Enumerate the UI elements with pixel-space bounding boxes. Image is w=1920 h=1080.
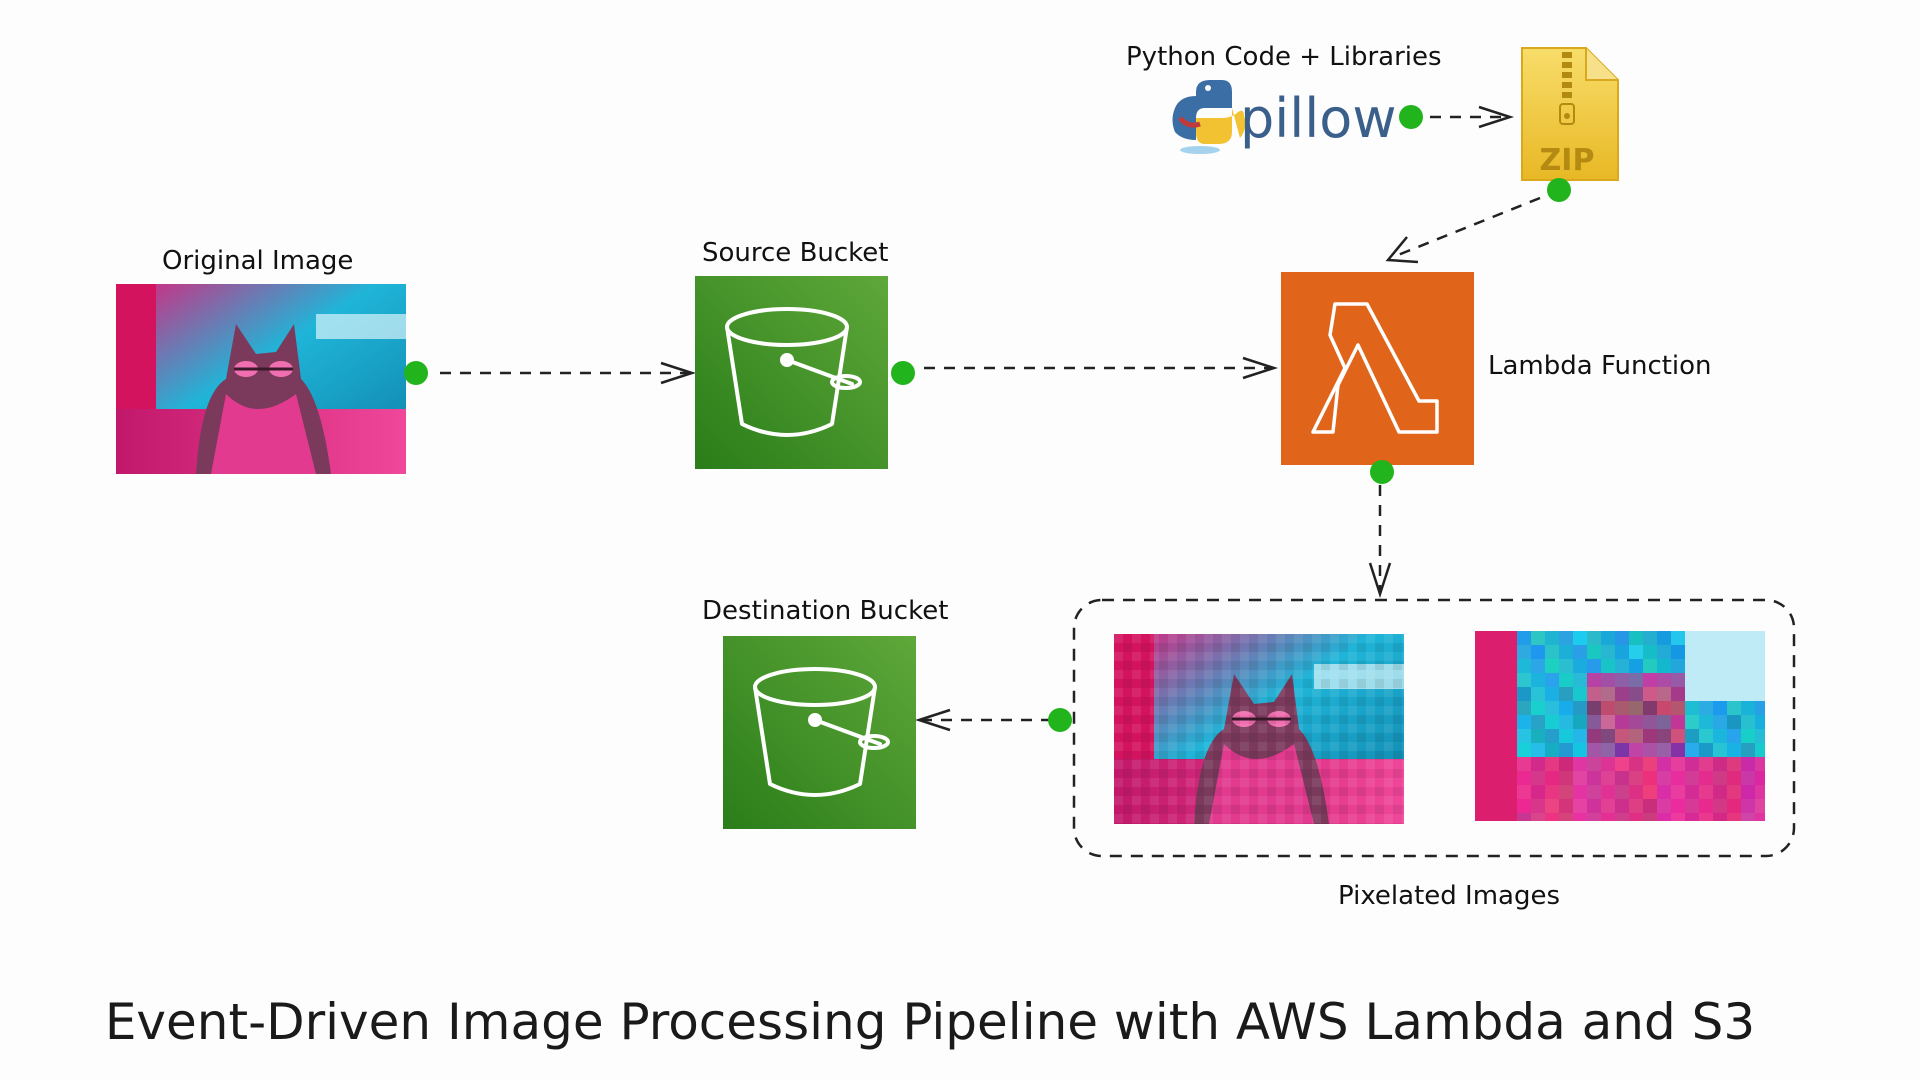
connector-dot [1547,178,1571,202]
python-icon [1172,80,1246,154]
python-libraries-node [1172,80,1246,154]
pixelated-image-1 [1114,634,1404,824]
destination-bucket-node [723,636,916,829]
lambda-function-label: Lambda Function [1488,351,1712,381]
original-image [116,284,406,474]
connector-source-to-lambda [924,356,1279,380]
original-image-label: Original Image [162,246,354,276]
connector-original-to-source [440,361,697,385]
zip-package-node [1521,47,1619,181]
pixelated-image-2 [1475,631,1765,821]
pixelated-images-group [1072,598,1796,858]
pixelated-images-label: Pixelated Images [1338,881,1561,911]
lambda-icon [1311,302,1439,434]
destination-bucket-label: Destination Bucket [702,596,949,626]
connector-dot [891,361,915,385]
connector-dot [1399,105,1423,129]
zip-badge-label: ZIP [1540,143,1595,178]
source-bucket-node [695,276,888,469]
connector-dot [1048,708,1072,732]
connector-dot [404,361,428,385]
connector-pixelated-to-destination [914,708,1052,732]
connector-zip-to-lambda [1385,196,1541,264]
connector-lambda-to-pixelated [1368,485,1392,599]
source-bucket-label: Source Bucket [702,238,889,268]
connector-pillow-to-zip [1430,105,1515,129]
connector-dots [404,105,1571,732]
zip-file-icon [1521,47,1619,181]
lambda-function-node [1281,272,1474,465]
bucket-icon [725,307,862,437]
connector-dot [1370,460,1394,484]
bucket-icon [753,667,890,797]
page-title: Event-Driven Image Processing Pipeline w… [104,993,1756,1051]
pillow-logo-text: pillow [1240,87,1397,150]
python-libraries-label: Python Code + Libraries [1126,42,1442,72]
